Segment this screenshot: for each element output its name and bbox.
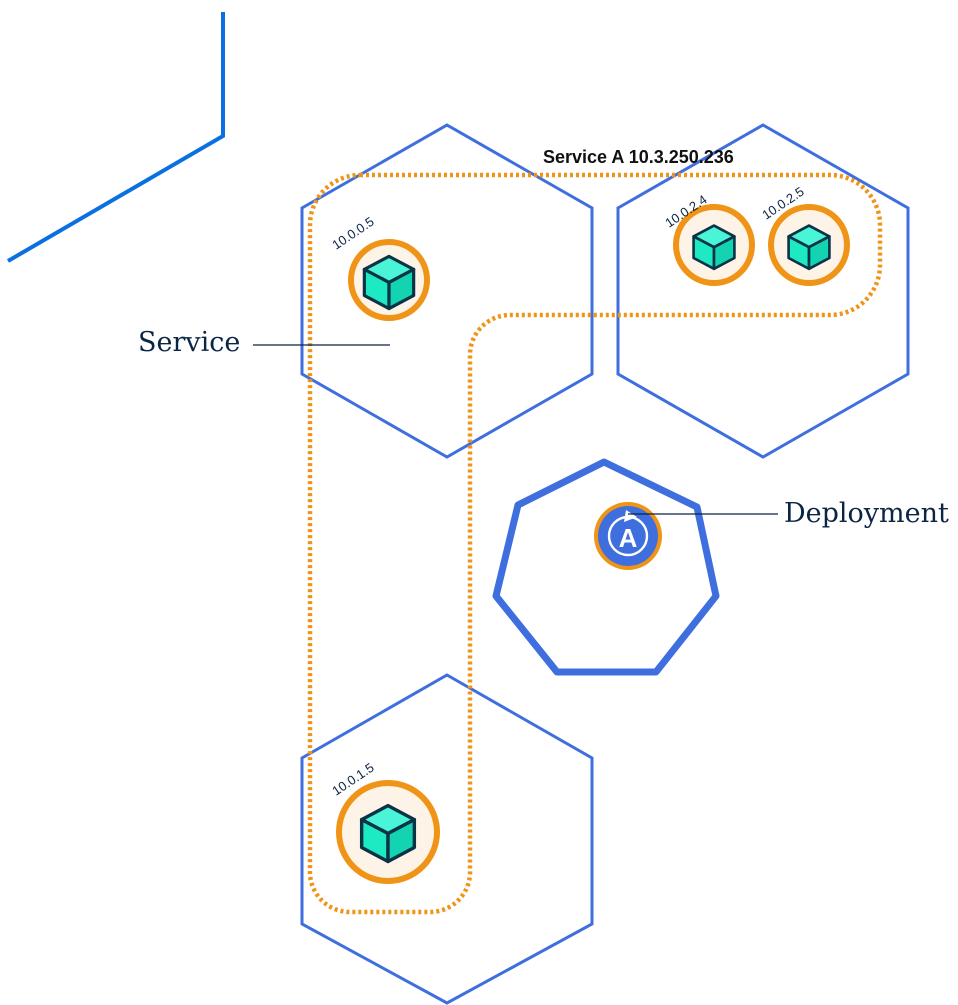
service-label: Service: [138, 327, 240, 358]
node-hexagon-2: [616, 123, 910, 459]
service-title: Service A 10.3.250.236: [543, 147, 734, 167]
pod-10-0-2-5[interactable]: 10.0.2.5: [759, 184, 850, 286]
deployment-badge-core: [598, 506, 658, 566]
pod-10-0-1-5[interactable]: 10.0.1.5: [329, 760, 440, 884]
cube-icon: [359, 803, 417, 864]
deployment-badge[interactable]: A: [594, 502, 662, 570]
service-boundary: [307, 172, 883, 915]
node-hexagon-1: [300, 123, 594, 459]
pod-10-0-2-4[interactable]: 10.0.2.4: [662, 192, 755, 286]
node-hexagon-3: [300, 673, 594, 1005]
cube-icon: [787, 224, 831, 271]
cube-icon: [362, 254, 416, 311]
deployment-label: Deployment: [784, 498, 949, 529]
deployment-cycle-arrow: [624, 510, 637, 522]
deployment-heptagon: [492, 458, 720, 676]
accent-line: [6, 12, 225, 263]
deployment-badge-letter: A: [619, 523, 638, 553]
cube-icon: [692, 224, 736, 271]
pod-10-0-0-5[interactable]: 10.0.0.5: [329, 214, 430, 321]
